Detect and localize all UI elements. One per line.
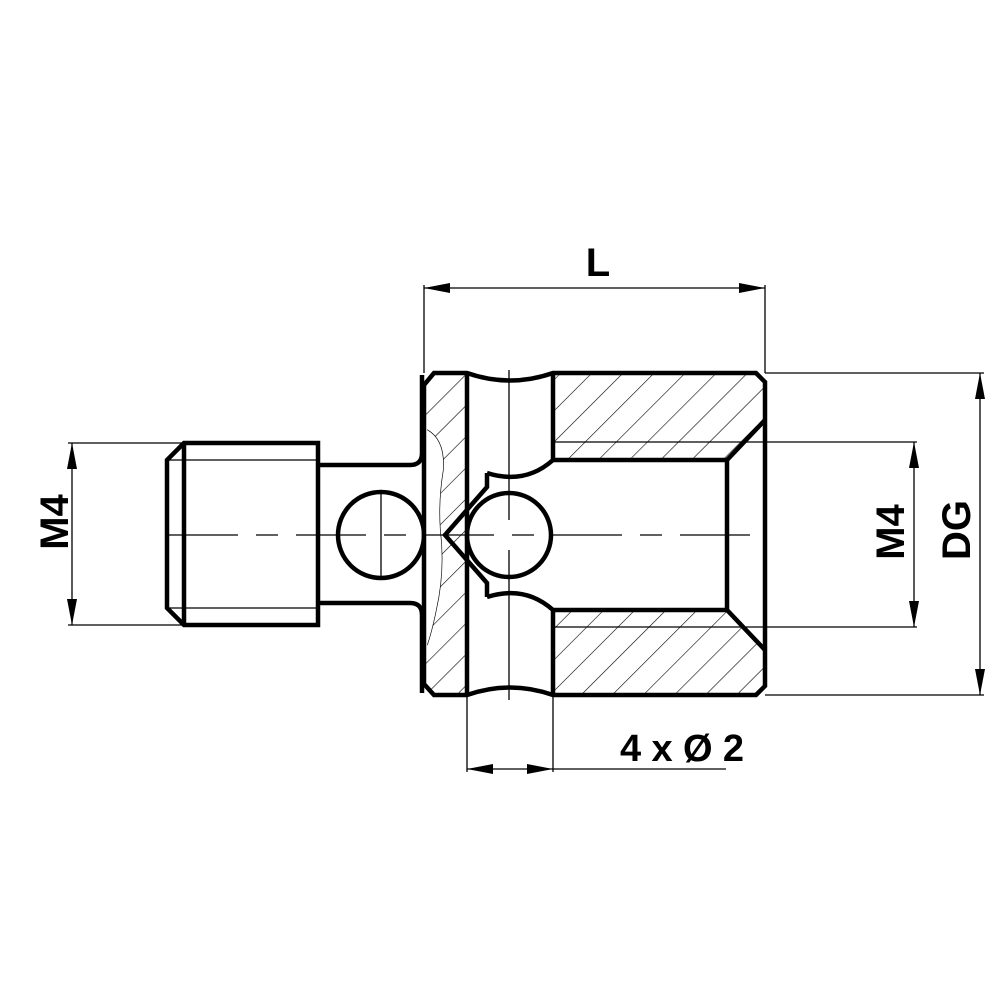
body-outline xyxy=(421,370,768,698)
right-wall-hatch-top xyxy=(553,373,765,460)
socket-curve-bottom xyxy=(486,590,555,612)
dimension-DG: DG xyxy=(765,372,985,696)
dimension-left-M4: M4 xyxy=(33,442,184,626)
body-section xyxy=(421,370,768,700)
neck-bottom xyxy=(318,600,425,693)
socket-curve-top xyxy=(486,458,555,480)
dimension-label-holes: 4 x Ø 2 xyxy=(620,728,744,770)
dimension-right-M4: M4 xyxy=(765,441,919,628)
dimension-label-DG: DG xyxy=(935,500,979,560)
dimension-label-L: L xyxy=(586,241,610,285)
male-thread-stud xyxy=(164,440,321,628)
right-wall-hatch-bottom xyxy=(553,610,765,695)
break-region xyxy=(424,430,444,645)
dimension-label-right-M4: M4 xyxy=(869,503,913,559)
dimension-label-left-M4: M4 xyxy=(33,493,77,549)
dimension-L: L xyxy=(423,241,766,373)
neck-top xyxy=(318,375,425,468)
neck xyxy=(318,375,427,693)
stud-outline xyxy=(164,440,321,628)
dimension-holes: 4 x Ø 2 xyxy=(466,695,744,774)
